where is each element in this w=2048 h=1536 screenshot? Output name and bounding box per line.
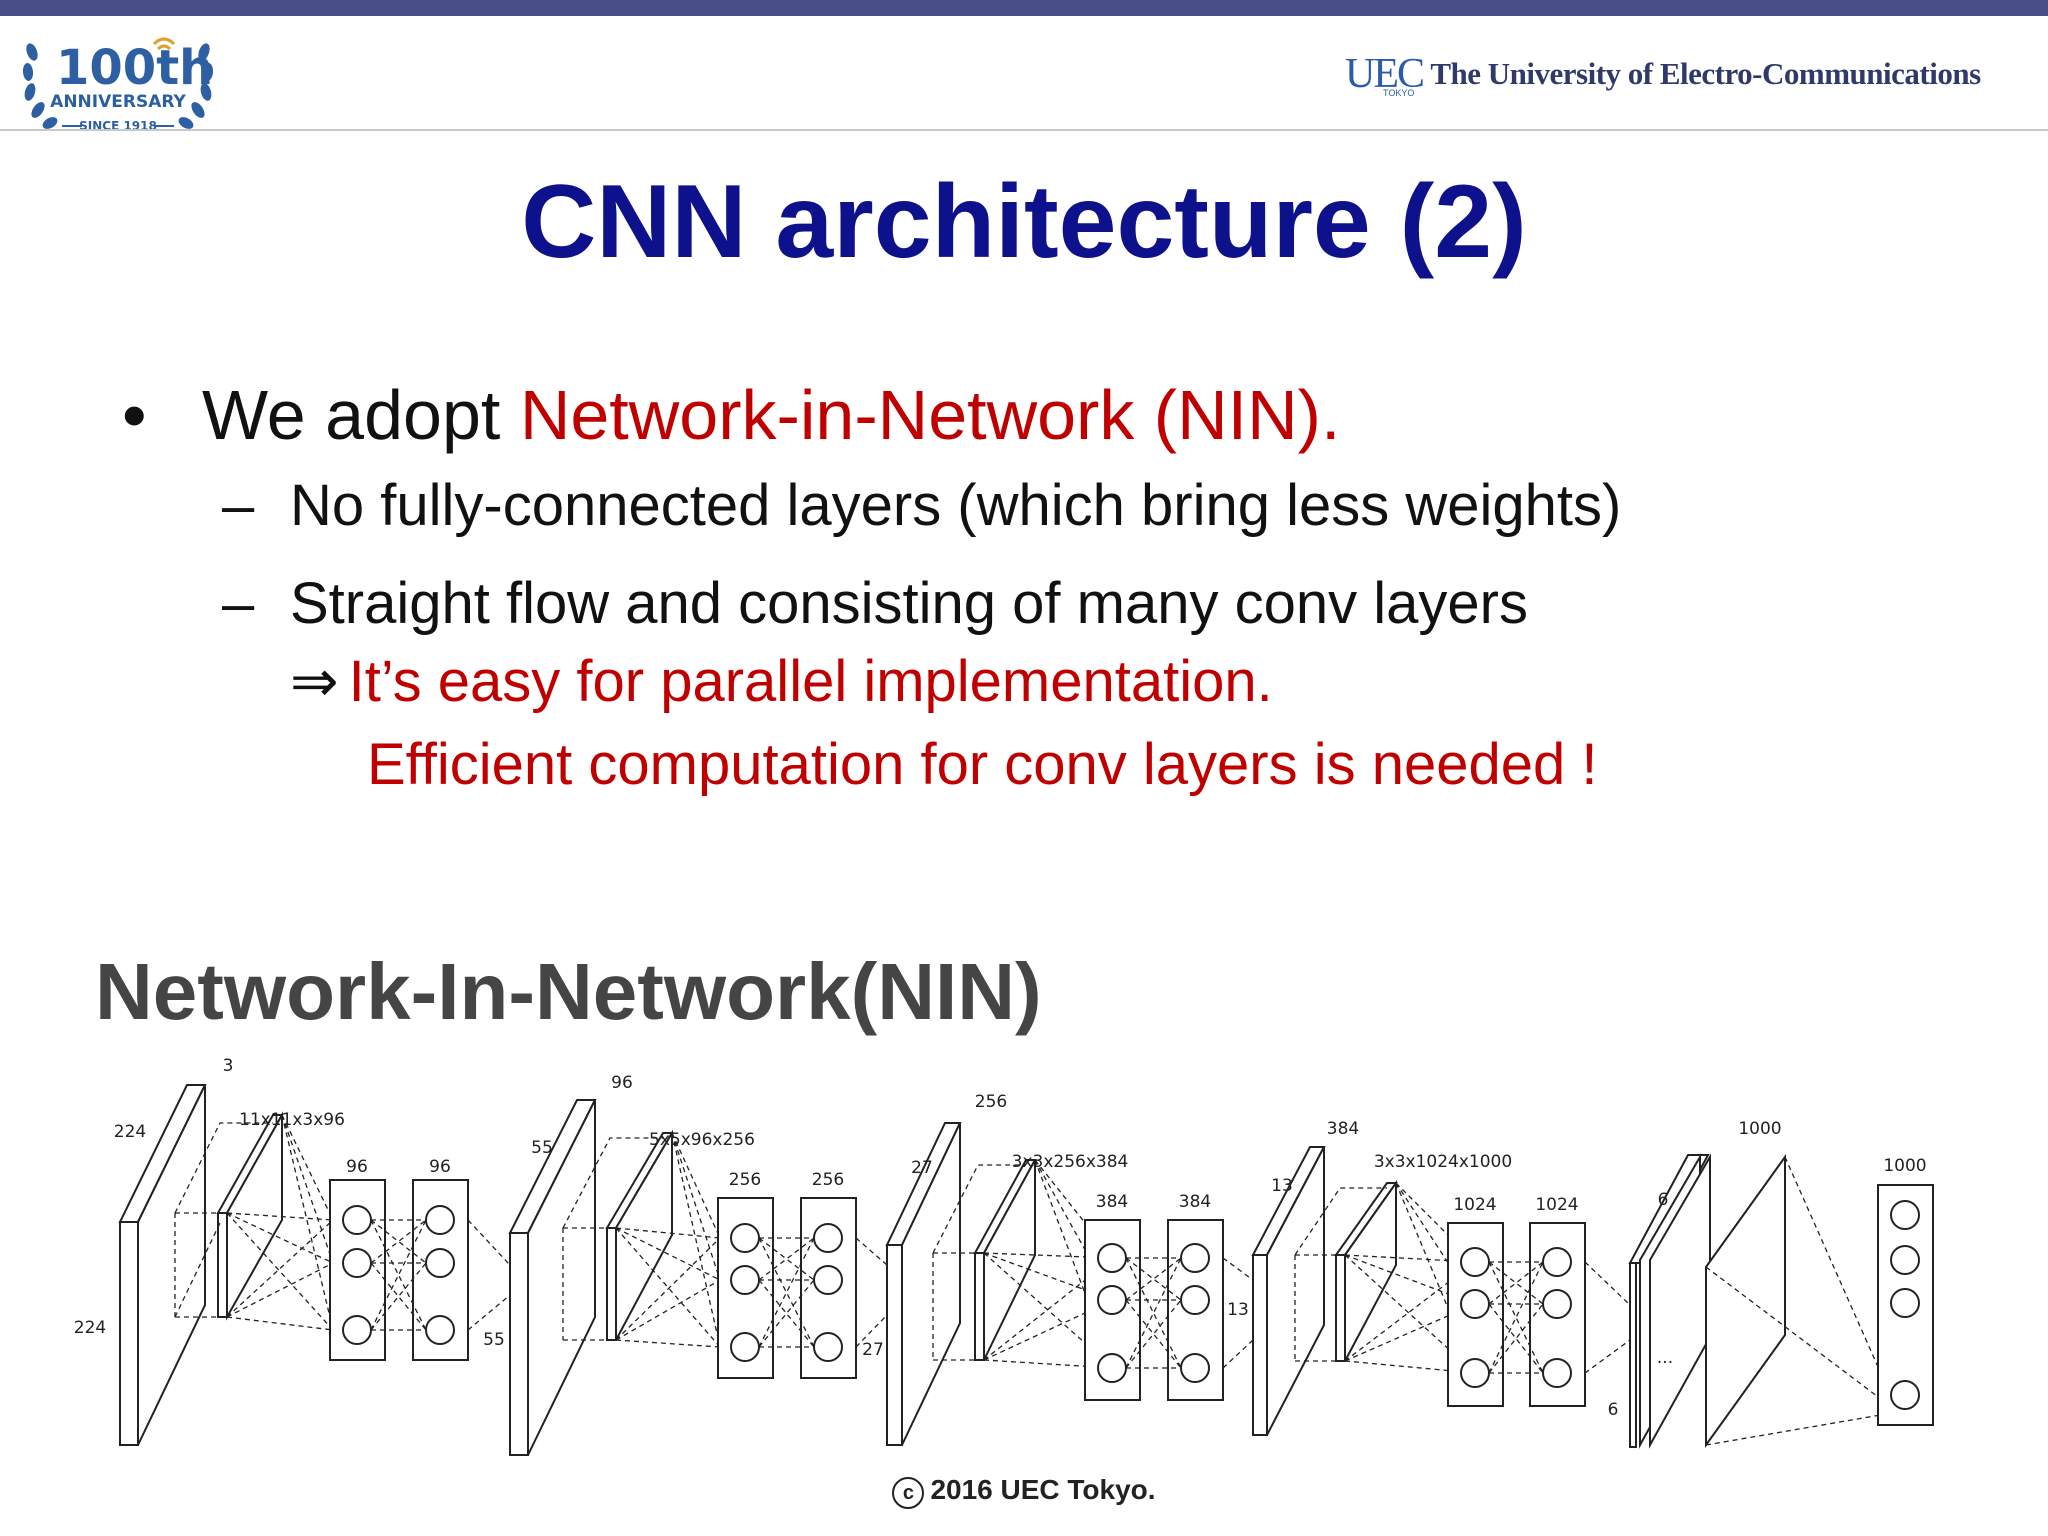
dash-marker: –	[222, 473, 255, 538]
laurel-right-icon	[178, 43, 214, 129]
height-label: 13	[1227, 1300, 1249, 1320]
top-bar	[0, 0, 2048, 16]
copyright-text: 2016 UEC Tokyo.	[930, 1474, 1156, 1505]
cccp-label: 256	[812, 1170, 844, 1190]
height-label: 27	[862, 1340, 884, 1360]
uec-mark: UEC	[1345, 51, 1425, 97]
sub-bullet-item: – Straight flow and consisting of many c…	[122, 568, 2002, 640]
cccp-label: 96	[346, 1157, 368, 1177]
anniversary-label: ANNIVERSARY	[50, 92, 186, 112]
sub-bullet-text: No fully-connected layers (which bring l…	[290, 473, 1622, 538]
cccp-label: 256	[729, 1170, 761, 1190]
channel-label: 384	[1327, 1119, 1359, 1139]
anniversary-logo: 100th ANNIVERSARY SINCE 1918	[22, 37, 214, 133]
anniversary-number: 100th	[56, 40, 213, 96]
bullet-marker: •	[122, 376, 147, 454]
height-label: 6	[1608, 1400, 1619, 1420]
output-label: 1000	[1883, 1156, 1926, 1176]
cccp-label: 384	[1179, 1192, 1211, 1212]
channel-label: 1000	[1738, 1119, 1781, 1139]
nin-architecture-diagram: .lbl { fill:#222; stroke:none; } .dsh { …	[74, 1056, 1934, 1456]
uec-tokyo-label: TOKYO	[1383, 88, 1415, 98]
kernel-label: 3x3x256x384	[1012, 1152, 1129, 1172]
stage-4: 384 13 13 3x3x1024x1000 1024 1024	[1227, 1119, 1586, 1436]
kernel-label: 5x5x96x256	[649, 1130, 755, 1150]
header-divider	[0, 129, 2048, 131]
copyright-icon: c	[892, 1477, 925, 1509]
height-label: 55	[483, 1330, 505, 1350]
slide-title: CNN architecture (2)	[521, 164, 1527, 280]
final-stage: ... 6 6 1000 1000	[1608, 1119, 1934, 1449]
width-label: 55	[531, 1138, 553, 1158]
cccp-label: 384	[1096, 1192, 1128, 1212]
efficiency-note: Efficient computation for conv layers is…	[367, 732, 1598, 797]
stage-2: 96 55 55 5x5x96x256 256 256	[483, 1073, 857, 1456]
kernel-label: 3x3x1024x1000	[1374, 1152, 1512, 1172]
bullet-text: We adopt	[202, 376, 520, 454]
implication-line: ⇒It’s easy for parallel implementation.	[122, 640, 2002, 724]
bullet-list: • We adopt Network-in-Network (NIN). – N…	[122, 370, 2002, 806]
sub-bullet-item: – No fully-connected layers (which bring…	[122, 470, 2002, 542]
kernel-label: 11x11x3x96	[239, 1110, 345, 1130]
implication-text: It’s easy for parallel implementation.	[348, 649, 1273, 714]
height-label: 224	[74, 1318, 106, 1338]
stage-1: 3 224 224 11x11x3x96 96 96	[74, 1056, 469, 1446]
laurel-left-icon	[22, 43, 58, 129]
implies-arrow-icon: ⇒	[290, 649, 339, 714]
stage-3: 256 27 27 3x3x256x384 384 384	[862, 1092, 1224, 1446]
cccp-label: 1024	[1535, 1195, 1578, 1215]
wifi-icon	[152, 37, 176, 51]
width-label: 13	[1271, 1176, 1293, 1196]
cccp-label: 1024	[1453, 1195, 1496, 1215]
depth-label: 6	[1658, 1190, 1669, 1210]
bullet-item: • We adopt Network-in-Network (NIN).	[122, 370, 2002, 460]
cccp-label: 96	[429, 1157, 451, 1177]
global-pool-plane	[1705, 1153, 1786, 1449]
width-label: 224	[114, 1122, 146, 1142]
channel-label: 256	[975, 1092, 1007, 1112]
sub-bullet-text: Straight flow and consisting of many con…	[290, 571, 1528, 636]
uec-logo: UEC TOKYO The University of Electro-Comm…	[1345, 50, 1981, 98]
section-title: Network-In-Network(NIN)	[95, 947, 1042, 1036]
ellipsis-label: ...	[1657, 1348, 1673, 1368]
dash-marker: –	[222, 571, 255, 636]
bullet-highlight: Network-in-Network (NIN).	[519, 376, 1341, 454]
width-label: 27	[911, 1158, 933, 1178]
channel-label: 96	[611, 1073, 633, 1093]
university-name: The University of Electro-Communications	[1430, 56, 1981, 91]
channel-label: 3	[223, 1056, 234, 1076]
